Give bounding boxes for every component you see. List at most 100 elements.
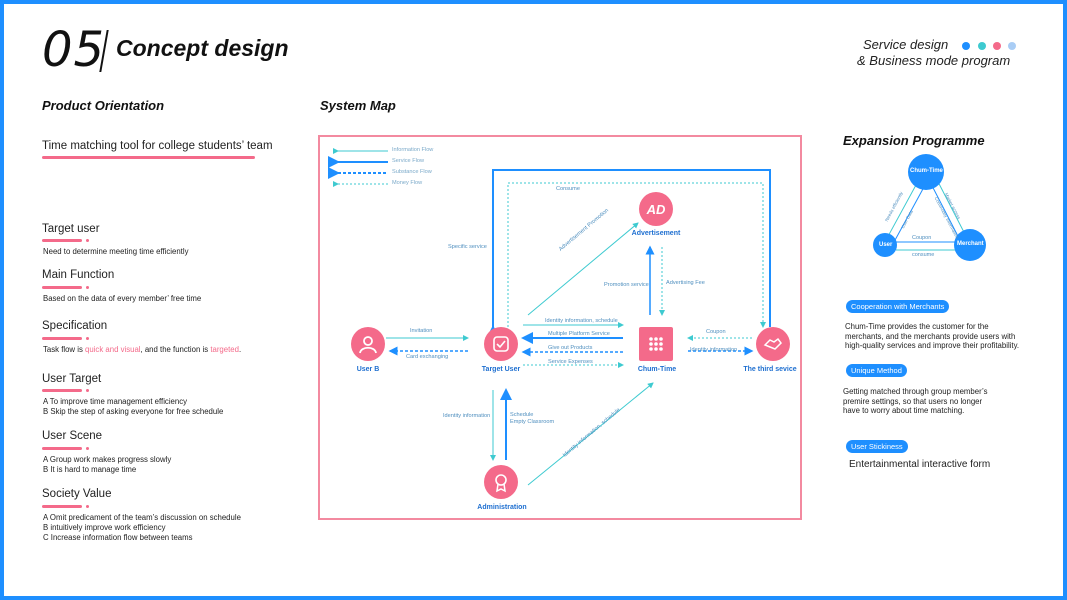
page-title: Concept design: [116, 35, 289, 61]
handshake-icon: [763, 337, 782, 350]
grid-dots-icon: [649, 337, 663, 351]
pill-unique-method: Unique Method: [846, 364, 907, 377]
item-body-user-scene: A Group work makes progress slowly B It …: [43, 455, 171, 475]
item-body-target-user: Need to determine meeting time efficient…: [43, 247, 188, 257]
node-advertisement: AD: [639, 192, 673, 226]
node-chum-time: [639, 327, 673, 361]
tagline-line-2: & Business mode program: [857, 53, 1011, 68]
decor-dot-light-blue: [1008, 42, 1016, 50]
label-empty-classroom: Empty Classroom: [510, 419, 555, 425]
decor-dot-pink: [993, 42, 1001, 50]
cooperation-line: high-quality services and improve their …: [845, 341, 1020, 350]
legend-label-substance: Substance Flow: [392, 169, 432, 175]
unique-method-text: Getting matched through group member’s p…: [843, 387, 987, 416]
arrow-admin-chum-time: [527, 382, 654, 486]
loop-specific-service: [487, 169, 771, 337]
item-line: A To improve time management efficiency: [43, 397, 188, 406]
item-title-user-scene: User Scene: [42, 430, 103, 442]
node-administration: [484, 465, 518, 499]
legend-label-service: Service Flow: [392, 158, 425, 164]
loop-consume: [507, 182, 766, 328]
system-map-diagram: [328, 148, 771, 486]
pill-user-stickiness: User Stickiness: [846, 440, 908, 453]
item-title-main-function: Main Function: [42, 269, 115, 281]
lead-underline: [42, 156, 255, 159]
arrow-ad-promotion: [527, 222, 639, 316]
item-body-main-function: Based on the data of every member’ free …: [43, 294, 201, 304]
section-number: 05: [42, 22, 106, 78]
spec-highlight-2: targeted: [210, 345, 239, 354]
item-line: A Omit predicament of the team’s discuss…: [43, 513, 241, 522]
spec-highlight-1: quick and visual: [85, 345, 141, 354]
system-map-frame: [318, 135, 802, 520]
item-line: A Group work makes progress slowly: [43, 455, 172, 464]
tagline-line-1: Service design: [863, 37, 949, 52]
decor-dot-teal: [978, 42, 986, 50]
spec-text: .: [238, 345, 242, 354]
unique-method-line: Getting matched through group member’s: [843, 387, 988, 396]
item-underline: [42, 505, 89, 508]
triangle-label-consume: consume: [912, 252, 935, 258]
cooperation-text: Chum-Time provides the customer for the …: [845, 322, 1019, 351]
item-underline: [42, 286, 89, 289]
item-underline: [42, 337, 89, 340]
item-title-target-user: Target user: [42, 223, 100, 235]
item-underline: [42, 239, 89, 242]
label-coupon: Coupon: [706, 329, 726, 335]
node-label-user-b: User B: [356, 366, 380, 373]
label-consume: Consume: [556, 186, 580, 192]
cooperation-line: merchants, and the merchants provide use…: [845, 331, 1016, 341]
legend-label-money: Money Flow: [392, 180, 423, 186]
label-schedule: Schedule: [510, 412, 534, 418]
node-label-administration: Administration: [477, 504, 527, 511]
node-label-advertisement: Advertisement: [631, 230, 681, 237]
edge-top-right-inner: [927, 177, 963, 245]
label-admin-identity: Identity information: [443, 413, 491, 419]
item-title-society-value: Society Value: [42, 488, 112, 500]
target-user-icon: [493, 336, 509, 352]
spec-text: , and the function is: [140, 345, 211, 354]
product-orientation-title: Product Orientation: [42, 98, 165, 113]
system-map-title: System Map: [320, 98, 396, 113]
unique-method-line: have to worry about time matching.: [843, 406, 965, 415]
cooperation-line: Chum-Time provides the customer for the: [845, 322, 989, 331]
person-icon: [359, 336, 377, 354]
ad-badge-icon: AD: [646, 201, 666, 217]
node-user-b: [351, 327, 385, 361]
expansion-triangle: [873, 154, 986, 261]
item-title-user-target: User Target: [42, 373, 102, 385]
triangle-label-coupon: Coupon: [912, 235, 932, 241]
node-label-chum-time: Chum-Time: [637, 366, 677, 373]
node-third-service: [756, 327, 790, 361]
label-identity-schedule: Identity information, schedule: [545, 318, 618, 324]
legend-label-information: Information Flow: [392, 147, 434, 153]
label-identity-information: Identity information: [690, 347, 738, 353]
medal-icon: [495, 474, 507, 493]
item-line: B Skip the step of asking everyone for f…: [43, 407, 224, 416]
item-underline: [42, 389, 89, 392]
label-give-out-products: Give out Products: [548, 345, 593, 351]
circle-chum-time: [908, 154, 944, 190]
circle-merchant: [954, 229, 986, 261]
label-invitation: Invitation: [410, 328, 433, 334]
spec-text: Task flow is: [43, 345, 86, 354]
label-advertising-fee: Advertising Fee: [666, 280, 705, 286]
orientation-lead: Time matching tool for college students’…: [42, 140, 273, 152]
item-line: Need to determine meeting time efficient…: [43, 247, 189, 256]
item-line: Based on the data of every member’ free …: [43, 294, 202, 303]
label-specific-service: Specific service: [448, 244, 487, 250]
item-title-specification: Specification: [42, 320, 108, 332]
triangle-label-merchant: Merchant: [957, 241, 984, 247]
item-line: C Increase information flow between team…: [43, 533, 193, 542]
item-underline: [42, 447, 89, 450]
label-service-expenses: Service Expenses: [548, 359, 593, 365]
item-line: B intuitively improve work efficiency: [43, 523, 166, 532]
node-label-third-service: The third sevice: [743, 366, 797, 373]
pill-cooperation: Cooperation with Merchants: [846, 300, 950, 313]
unique-method-line: premire settings, so that users no longe…: [843, 396, 983, 406]
label-card-exchanging: Card exchanging: [406, 354, 449, 360]
triangle-label-chum-time: Chum-Time: [910, 168, 943, 174]
user-stickiness-line: Entertainmental interactive form: [849, 459, 991, 470]
triangle-label-user: User: [879, 242, 893, 248]
